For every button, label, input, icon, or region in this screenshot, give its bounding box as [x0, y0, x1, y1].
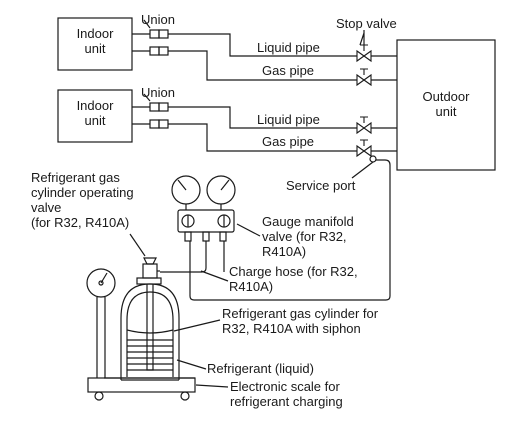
union-2-leader	[143, 93, 151, 102]
union-2-label: Union	[141, 85, 175, 100]
stop-valve-leader	[359, 30, 365, 46]
refrigerant-liquid-leader	[176, 359, 207, 370]
outdoor-unit-label: Outdoor unit	[422, 89, 470, 119]
scale-drawing	[86, 268, 196, 401]
gauge-manifold-drawing	[171, 175, 236, 242]
scale-leader	[195, 384, 229, 388]
indoor-unit-1-box	[57, 17, 133, 71]
cylinder-valve-leader	[129, 233, 146, 257]
charge-hose-leader	[200, 270, 229, 282]
outdoor-unit-box	[396, 39, 496, 171]
indoor-unit-2-box	[57, 89, 133, 143]
gas-pipe-1-label: Gas pipe	[262, 63, 315, 78]
union-1-leader	[143, 19, 151, 29]
service-port-label: Service port	[286, 178, 356, 193]
union-1-fittings	[149, 29, 169, 56]
liquid-pipe-1-label: Liquid pipe	[257, 40, 320, 55]
charge-hose-label: Charge hose (for R32, R410A)	[229, 264, 358, 294]
gauge-manifold-leader	[236, 223, 261, 237]
union-1-label: Union	[141, 12, 175, 27]
gas-pipe-2-label: Gas pipe	[262, 134, 315, 149]
cylinder-drawing	[120, 257, 180, 381]
electronic-scale-label: Electronic scale for refrigerant chargin…	[230, 379, 343, 409]
service-port-leader	[351, 161, 374, 179]
gas-cylinder-leader	[173, 319, 221, 332]
pipes-group-1	[132, 33, 397, 81]
union-2-fittings	[149, 102, 169, 129]
indoor-unit-1-label: Indoor unit	[76, 26, 114, 56]
indoor-unit-2-label: Indoor unit	[76, 98, 114, 128]
refrigerant-liquid-label: Refrigerant (liquid)	[207, 361, 314, 376]
pipes-group-2	[132, 106, 397, 152]
gas-cylinder-label: Refrigerant gas cylinder for R32, R410A …	[222, 306, 379, 336]
stop-valve-label: Stop valve	[336, 16, 397, 31]
stop-valve-symbols	[356, 44, 372, 158]
service-port-symbol	[369, 155, 377, 163]
gauge-manifold-label: Gauge manifold valve (for R32, R410A)	[262, 214, 354, 259]
cylinder-valve-label: Refrigerant gas cylinder operating valve…	[31, 170, 134, 230]
liquid-pipe-2-label: Liquid pipe	[257, 112, 320, 127]
